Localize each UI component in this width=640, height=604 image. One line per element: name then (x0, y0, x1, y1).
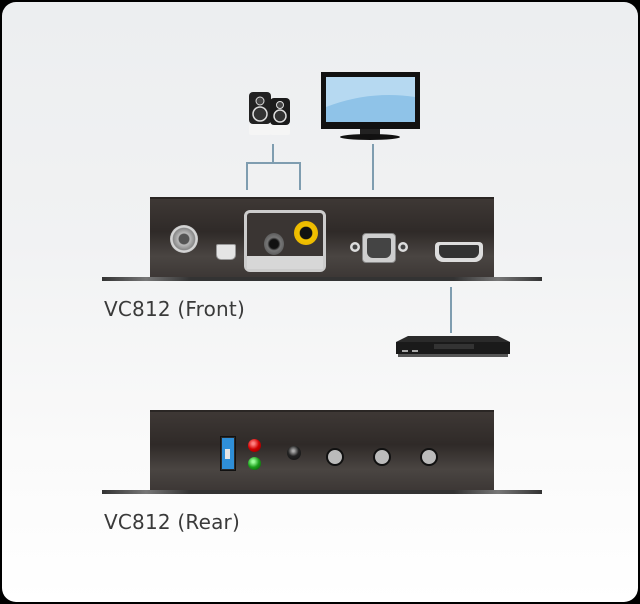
dip-switch-icon (220, 436, 236, 471)
speaker-wire-right (299, 162, 301, 190)
speaker-wire-bar (246, 162, 301, 164)
led-red-icon (248, 439, 261, 452)
front-panel (150, 197, 494, 281)
rca-jack-icon (294, 221, 318, 245)
dvd-wire (450, 287, 452, 333)
audio-port-group (244, 210, 326, 272)
rear-label: VC812 (Rear) (104, 510, 240, 534)
rear-mount-flange (102, 490, 542, 494)
front-mount-flange (102, 277, 542, 281)
led-green-icon (248, 457, 261, 470)
speakers-icon (246, 90, 296, 138)
monitor-icon (320, 72, 422, 142)
hdmi-port-icon (435, 242, 483, 262)
dvd-player-icon (394, 334, 512, 360)
monitor-wire (372, 144, 374, 190)
ir-sensor-icon (287, 446, 301, 460)
button-2-icon (373, 448, 391, 466)
front-label: VC812 (Front) (104, 297, 245, 321)
mini-displayport-icon (216, 244, 236, 260)
button-3-icon (420, 448, 438, 466)
power-port-icon (170, 225, 198, 253)
rear-panel (150, 410, 494, 494)
button-1-icon (326, 448, 344, 466)
speaker-wire-stem (272, 144, 274, 162)
speaker-wire-left (246, 162, 248, 190)
audio-jack-icon (264, 233, 284, 255)
vga-port-icon (350, 233, 408, 263)
